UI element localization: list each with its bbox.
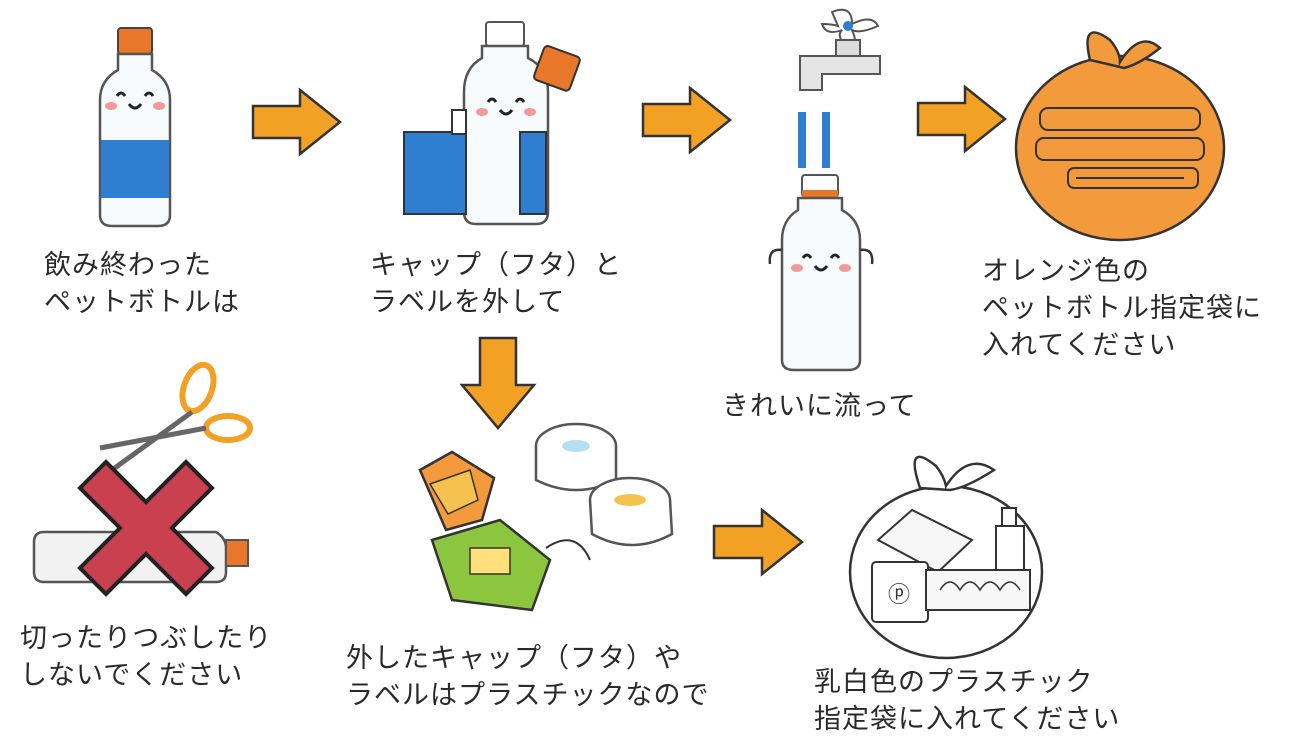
caps-labels-icon bbox=[418, 422, 674, 612]
orange-bag-icon bbox=[1014, 31, 1226, 242]
caption-line: キャップ（フタ）と bbox=[370, 250, 622, 281]
arrow-down-icon bbox=[459, 336, 537, 430]
caption-line: 乳白色のプラスチック bbox=[814, 667, 1094, 698]
caption-line: 外したキャップ（フタ）や bbox=[346, 643, 682, 674]
milky-bag-caption: 乳白色のプラスチック 指定袋に入れてください bbox=[814, 664, 1120, 738]
caption-line: ラベルを外して bbox=[370, 287, 566, 318]
caption-line: オレンジ色の bbox=[982, 256, 1150, 287]
step-orange-bag-caption: オレンジ色の ペットボトル指定袋に 入れてください bbox=[982, 253, 1262, 364]
caption-line: ラベルはプラスチックなので bbox=[346, 680, 710, 711]
caption-line: ペットボトル指定袋に bbox=[982, 293, 1262, 324]
caption-line: きれいに流って bbox=[722, 391, 917, 422]
caption-line: 切ったりつぶしたり bbox=[20, 623, 273, 654]
arrow-right-icon bbox=[641, 85, 733, 155]
no-cut-caption: 切ったりつぶしたり しないでください bbox=[20, 620, 272, 694]
bottle-removing-cap-icon bbox=[403, 21, 581, 226]
caption-line: 指定袋に入れてください bbox=[814, 704, 1121, 735]
step-remove-caption: キャップ（フタ）と ラベルを外して bbox=[370, 247, 622, 321]
caption-line: 入れてください bbox=[982, 330, 1177, 361]
bottle-icon bbox=[98, 27, 172, 228]
faucet-rinse-icon bbox=[768, 8, 881, 372]
step-finished-caption: 飲み終わった ペットボトルは bbox=[44, 247, 240, 321]
step-rinse-caption: きれいに流って bbox=[722, 388, 917, 425]
white-bag-icon: ⓟ bbox=[848, 455, 1044, 660]
arrow-right-icon bbox=[251, 87, 343, 157]
caption-line: ペットボトルは bbox=[44, 287, 240, 318]
arrow-right-icon bbox=[712, 507, 805, 577]
arrow-right-icon bbox=[916, 84, 1008, 154]
caps-labels-caption: 外したキャップ（フタ）や ラベルはプラスチックなので bbox=[346, 640, 709, 714]
caption-line: 飲み終わった bbox=[44, 250, 212, 281]
svg-text:ⓟ: ⓟ bbox=[888, 583, 910, 608]
crossed-bottle-icon bbox=[32, 459, 249, 597]
caption-line: しないでください bbox=[20, 660, 244, 691]
scissors-icon bbox=[99, 361, 253, 473]
